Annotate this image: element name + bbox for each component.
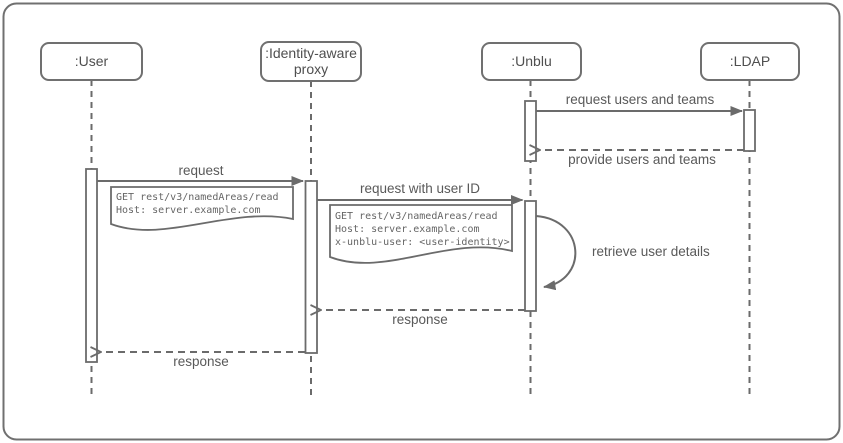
note-request-identity-headers [329,204,513,264]
message-label-request-users-teams: request users and teams [566,92,715,107]
note-request-headers [110,186,294,231]
actor-box-user [40,42,143,81]
actor-unblu: :Unblu [481,42,582,81]
actor-label-proxy-line1: :Identity-aware [265,45,357,61]
actor-user: :User [40,42,143,81]
actor-label-unblu: :Unblu [511,53,551,69]
activation-proxy [304,180,318,354]
actor-identity-aware-proxy: :Identity-aware proxy [260,41,362,82]
activation-ldap [743,109,756,152]
activation-unblu-top [524,100,537,162]
activation-unblu-main [524,200,537,312]
message-label-response-proxy-user: response [173,354,229,369]
activation-user [85,168,98,363]
note-request-identity-headers-line2: Host: server.example.com [335,224,480,235]
actor-label-proxy-line2: proxy [294,61,328,77]
note-request-headers-line1: GET rest/v3/namedAreas/read [116,192,279,203]
note-request-identity-headers-line3: x-unblu-user: <user-identity> [335,237,510,248]
message-label-provide-users-teams: provide users and teams [568,152,716,167]
actor-box-proxy [260,41,362,82]
note-request-headers-line2: Host: server.example.com [116,205,261,216]
actor-ldap: :LDAP [700,42,800,81]
message-label-retrieve-user-details: retrieve user details [592,244,710,259]
message-label-response-unblu-proxy: response [392,312,448,327]
message-label-request-with-user-id: request with user ID [360,181,480,196]
self-message-retrieve-user-details [535,215,577,291]
actor-box-ldap [700,42,800,81]
actor-label-user: :User [75,53,109,69]
note-request-identity-headers-line1: GET rest/v3/namedAreas/read [335,211,498,222]
message-label-request: request [178,163,223,178]
actor-box-unblu [481,42,582,81]
actor-label-ldap: :LDAP [730,53,770,69]
